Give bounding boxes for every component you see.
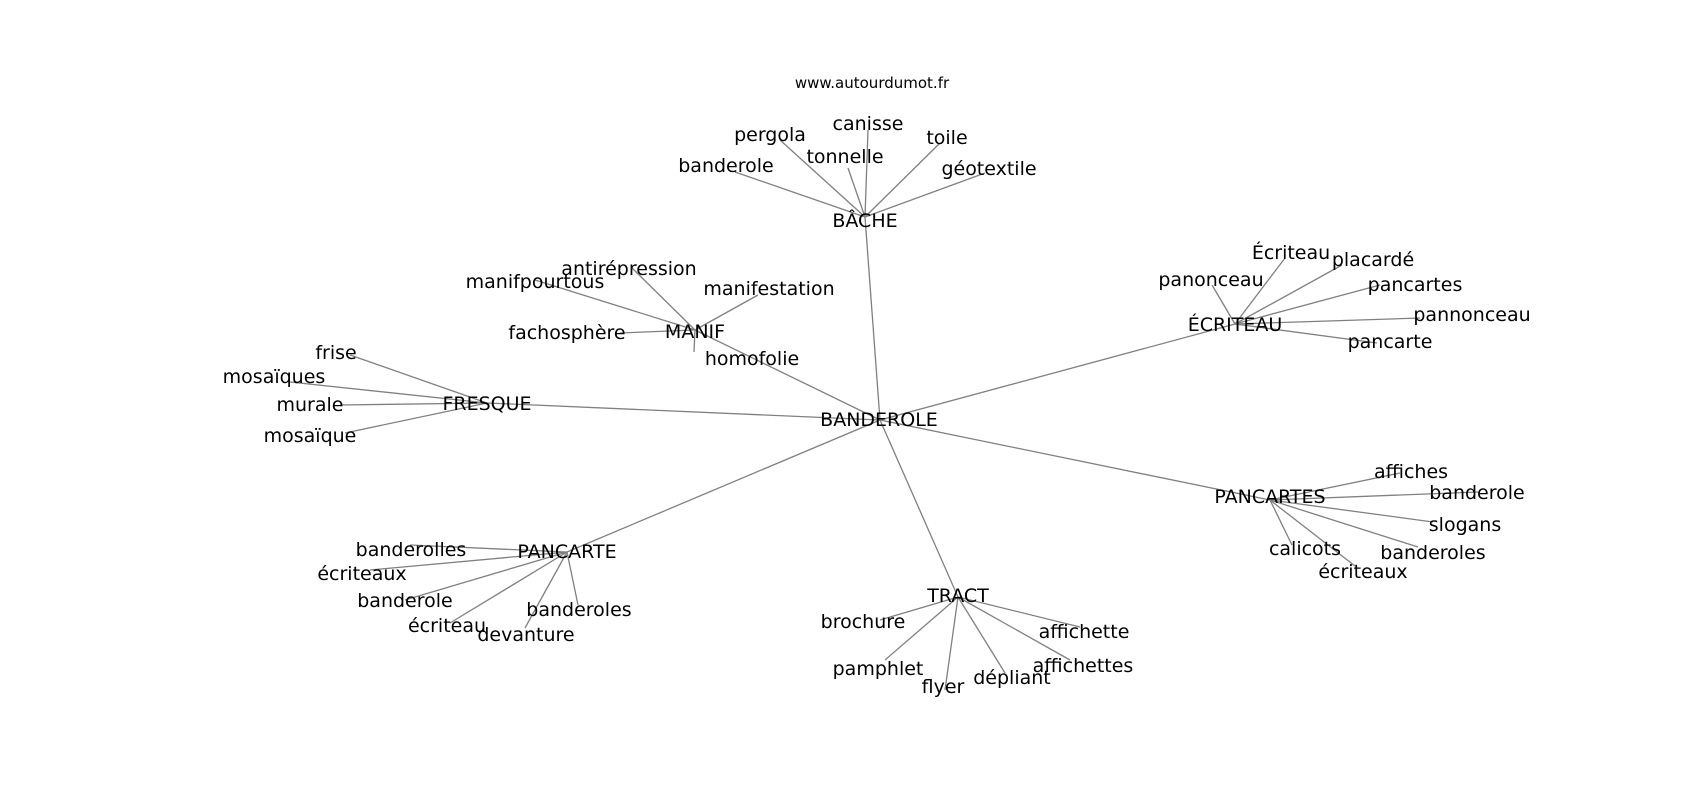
edge-3-0 xyxy=(349,354,488,404)
leaf-node-4-3: banderoles xyxy=(1380,542,1485,564)
edge-1-2 xyxy=(1234,264,1343,325)
leaf-node-6-2: flyer xyxy=(922,676,965,698)
edge-5-4 xyxy=(524,551,568,629)
edge-6-3 xyxy=(957,596,1006,674)
leaf-node-4-5: calicots xyxy=(1269,538,1341,560)
edge-0-0 xyxy=(734,171,866,218)
edge-root-5 xyxy=(566,419,881,553)
edge-6-2 xyxy=(944,596,959,691)
edge-5-2 xyxy=(404,551,568,601)
leaf-node-1-1: Écriteau xyxy=(1252,241,1330,264)
edge-5-5 xyxy=(566,551,579,606)
leaf-node-6-4: affichettes xyxy=(1033,655,1134,677)
leaf-node-1-3: pancartes xyxy=(1368,274,1463,296)
edge-1-3 xyxy=(1234,284,1381,325)
edge-1-0 xyxy=(1211,284,1236,325)
leaf-node-1-0: panonceau xyxy=(1158,269,1263,291)
cluster-node-2: MANIF xyxy=(665,321,725,343)
root-node: BANDEROLE xyxy=(820,409,938,431)
leaf-node-5-4: devanture xyxy=(477,624,574,646)
leaf-node-1-4: pannonceau xyxy=(1413,304,1530,326)
edge-4-2 xyxy=(1269,499,1434,523)
leaf-node-0-3: canisse xyxy=(833,113,904,135)
edge-2-3 xyxy=(619,329,696,334)
edge-2-2 xyxy=(694,294,759,331)
leaf-node-4-4: écriteaux xyxy=(1318,561,1407,583)
leaf-node-0-5: géotextile xyxy=(941,158,1036,180)
edge-3-2 xyxy=(339,402,488,406)
edge-5-0 xyxy=(409,544,568,553)
edge-1-1 xyxy=(1234,257,1286,325)
leaf-node-1-5: pancarte xyxy=(1348,331,1433,353)
leaf-node-5-2: banderole xyxy=(357,590,452,612)
edge-4-1 xyxy=(1269,491,1479,501)
edge-0-1 xyxy=(779,139,866,218)
leaf-node-1-2: placardé xyxy=(1332,249,1414,271)
site-caption: www.autourdumot.fr xyxy=(795,74,950,92)
leaf-node-0-0: banderole xyxy=(678,155,773,177)
edge-0-5 xyxy=(864,172,986,218)
leaf-node-6-3: dépliant xyxy=(973,667,1051,689)
leaf-node-5-1: écriteaux xyxy=(317,563,406,585)
edge-6-1 xyxy=(884,596,959,661)
edge-0-3 xyxy=(864,129,869,218)
edge-4-5 xyxy=(1269,499,1293,546)
edge-5-3 xyxy=(449,551,568,624)
leaf-node-4-0: affiches xyxy=(1374,461,1448,483)
leaf-node-5-5: banderoles xyxy=(526,599,631,621)
edge-4-4 xyxy=(1269,499,1356,567)
edge-3-3 xyxy=(344,402,488,434)
edge-6-5 xyxy=(957,596,1081,628)
leaf-node-0-4: toile xyxy=(926,127,967,149)
leaf-node-2-0: manifpourtous xyxy=(466,271,605,293)
edge-root-3 xyxy=(486,402,881,421)
cluster-node-6: TRACT xyxy=(926,585,989,607)
edge-6-4 xyxy=(957,596,1071,661)
edge-root-2 xyxy=(694,329,881,421)
leaf-node-3-2: murale xyxy=(277,394,344,416)
leaf-node-5-0: banderolles xyxy=(356,539,467,561)
leaf-node-6-1: pamphlet xyxy=(833,658,924,680)
graph-edges xyxy=(289,129,1479,691)
edge-4-3 xyxy=(1269,499,1419,548)
cluster-node-4: PANCARTES xyxy=(1214,486,1325,508)
leaf-node-4-2: slogans xyxy=(1429,514,1501,536)
cluster-node-3: FRESQUE xyxy=(442,393,531,415)
edge-2-1 xyxy=(631,267,696,331)
leaf-node-4-1: banderole xyxy=(1429,482,1524,504)
leaf-node-0-2: tonnelle xyxy=(806,146,883,168)
leaf-node-3-3: mosaïque xyxy=(264,425,357,447)
edge-6-0 xyxy=(879,596,959,621)
edge-root-1 xyxy=(879,323,1236,421)
edge-3-1 xyxy=(289,381,488,404)
leaf-node-3-1: mosaïques xyxy=(223,366,326,388)
edge-1-4 xyxy=(1234,317,1421,325)
edge-2-4 xyxy=(693,329,696,353)
cluster-node-5: PANCARTE xyxy=(517,541,616,563)
leaf-node-2-4: homofolie xyxy=(705,348,799,370)
leaf-node-2-3: fachosphère xyxy=(508,322,625,344)
edge-4-0 xyxy=(1269,472,1401,501)
graph-labels: www.autourdumot.fr BANDEROLE BÂCHE bander… xyxy=(223,74,1531,698)
edge-5-1 xyxy=(369,551,568,571)
leaf-node-0-1: pergola xyxy=(734,124,806,146)
cluster-node-1: ÉCRITEAU xyxy=(1188,313,1283,336)
edge-0-4 xyxy=(864,142,941,218)
leaf-node-2-2: manifestation xyxy=(703,278,834,300)
edge-2-0 xyxy=(534,279,696,331)
cluster-node-0: BÂCHE xyxy=(832,209,897,232)
leaf-node-3-0: frise xyxy=(315,342,356,364)
edge-root-0 xyxy=(864,216,881,421)
leaf-node-5-3: écriteau xyxy=(408,615,486,637)
leaf-node-2-1: antirépression xyxy=(561,258,696,280)
leaf-node-6-5: affichette xyxy=(1039,621,1130,643)
edge-root-4 xyxy=(879,419,1271,501)
leaf-node-6-0: brochure xyxy=(821,611,906,633)
edge-1-5 xyxy=(1234,323,1378,344)
edge-root-6 xyxy=(879,419,959,598)
edge-0-2 xyxy=(847,167,866,218)
